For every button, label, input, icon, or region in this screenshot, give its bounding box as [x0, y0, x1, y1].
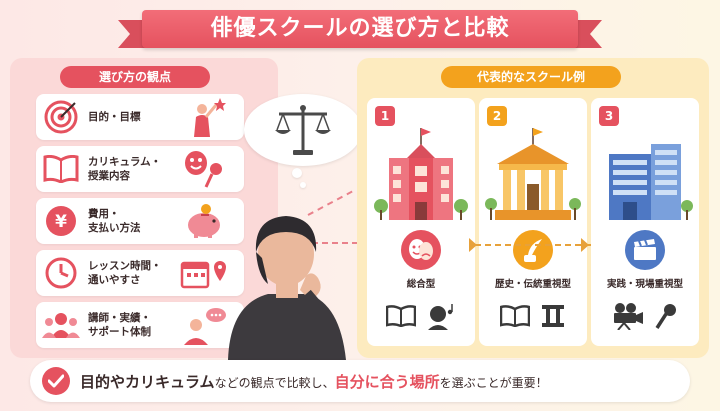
open-book-icon — [40, 148, 82, 190]
ink-quill-icon — [513, 230, 553, 270]
flow-line — [475, 244, 591, 246]
yen-coin-icon: ¥ — [40, 200, 82, 242]
balance-scale-icon — [275, 105, 331, 155]
school-number: 1 — [375, 106, 395, 126]
criteria-label: 講師・実績・サポート体制 — [88, 312, 151, 338]
speech-person-icon — [174, 304, 234, 346]
criteria-label: カリキュラム・授業内容 — [88, 156, 162, 182]
school-number: 2 — [487, 106, 507, 126]
examples-panel: 代表的なスクール例 1 総合型 2 — [357, 58, 709, 358]
group-icon — [40, 304, 82, 346]
book-icon — [386, 305, 416, 327]
criteria-label: 費用・支払い方法 — [88, 208, 141, 234]
school-card-3: 3 実践・現場重視型 — [591, 98, 699, 346]
singing-person-icon — [428, 304, 453, 330]
thinking-person-icon — [228, 216, 346, 360]
column-icon — [542, 305, 564, 327]
criteria-item-curriculum: カリキュラム・授業内容 — [36, 146, 244, 192]
classical-building-icon — [485, 128, 581, 220]
microphone-icon — [655, 304, 676, 329]
thought-bubble — [244, 94, 362, 166]
criteria-panel: 選び方の観点 目的・目標 カリキュラム・授業内容 ¥ 費用・支払い方法 — [10, 58, 278, 358]
bubble-dot — [292, 168, 302, 178]
school-features — [591, 296, 699, 336]
conclusion-text: 目的やカリキュラムなどの観点で比較し、自分に合う場所を選ぶことが重要！ — [80, 372, 548, 391]
flow-arrow — [581, 238, 591, 252]
connector-line — [312, 242, 358, 244]
clock-icon — [40, 252, 82, 294]
theater-masks-icon — [401, 230, 441, 270]
criteria-label: レッスン時間・通いやすさ — [88, 260, 162, 286]
criteria-label: 目的・目標 — [88, 111, 141, 123]
check-icon — [42, 367, 70, 395]
criteria-item-schedule: レッスン時間・通いやすさ — [36, 250, 244, 296]
criteria-heading: 選び方の観点 — [60, 66, 210, 88]
target-icon — [40, 96, 82, 138]
criteria-item-cost: ¥ 費用・支払い方法 — [36, 198, 244, 244]
title-banner: 俳優スクールの選び方と比較 — [0, 6, 720, 50]
mask-mic-icon — [174, 148, 234, 190]
school-card-1: 1 総合型 — [367, 98, 475, 346]
star-reach-icon — [174, 96, 234, 138]
page-title: 俳優スクールの選び方と比較 — [142, 10, 578, 48]
book-icon — [500, 305, 530, 327]
school-name: 総合型 — [406, 279, 436, 290]
movie-camera-icon — [614, 303, 643, 330]
red-building-icon — [374, 128, 468, 220]
school-card-2: 2 歴史・伝統重視型 — [479, 98, 587, 346]
criteria-item-support: 講師・実績・サポート体制 — [36, 302, 244, 348]
school-number: 3 — [599, 106, 619, 126]
flow-arrow — [469, 238, 479, 252]
piggy-bank-icon — [174, 200, 234, 242]
modern-building-icon — [609, 144, 693, 220]
criteria-item-goal: 目的・目標 — [36, 94, 244, 140]
svg-text:¥: ¥ — [55, 212, 67, 232]
clapperboard-icon — [625, 230, 665, 270]
school-name: 実践・現場重視型 — [606, 279, 683, 290]
examples-heading: 代表的なスクール例 — [441, 66, 621, 88]
bubble-dot — [300, 182, 306, 188]
conclusion-bar: 目的やカリキュラムなどの観点で比較し、自分に合う場所を選ぶことが重要！ — [30, 360, 690, 402]
school-name: 歴史・伝統重視型 — [494, 279, 571, 290]
school-features — [367, 296, 475, 336]
calendar-pin-icon — [174, 252, 234, 294]
school-features — [479, 296, 587, 336]
